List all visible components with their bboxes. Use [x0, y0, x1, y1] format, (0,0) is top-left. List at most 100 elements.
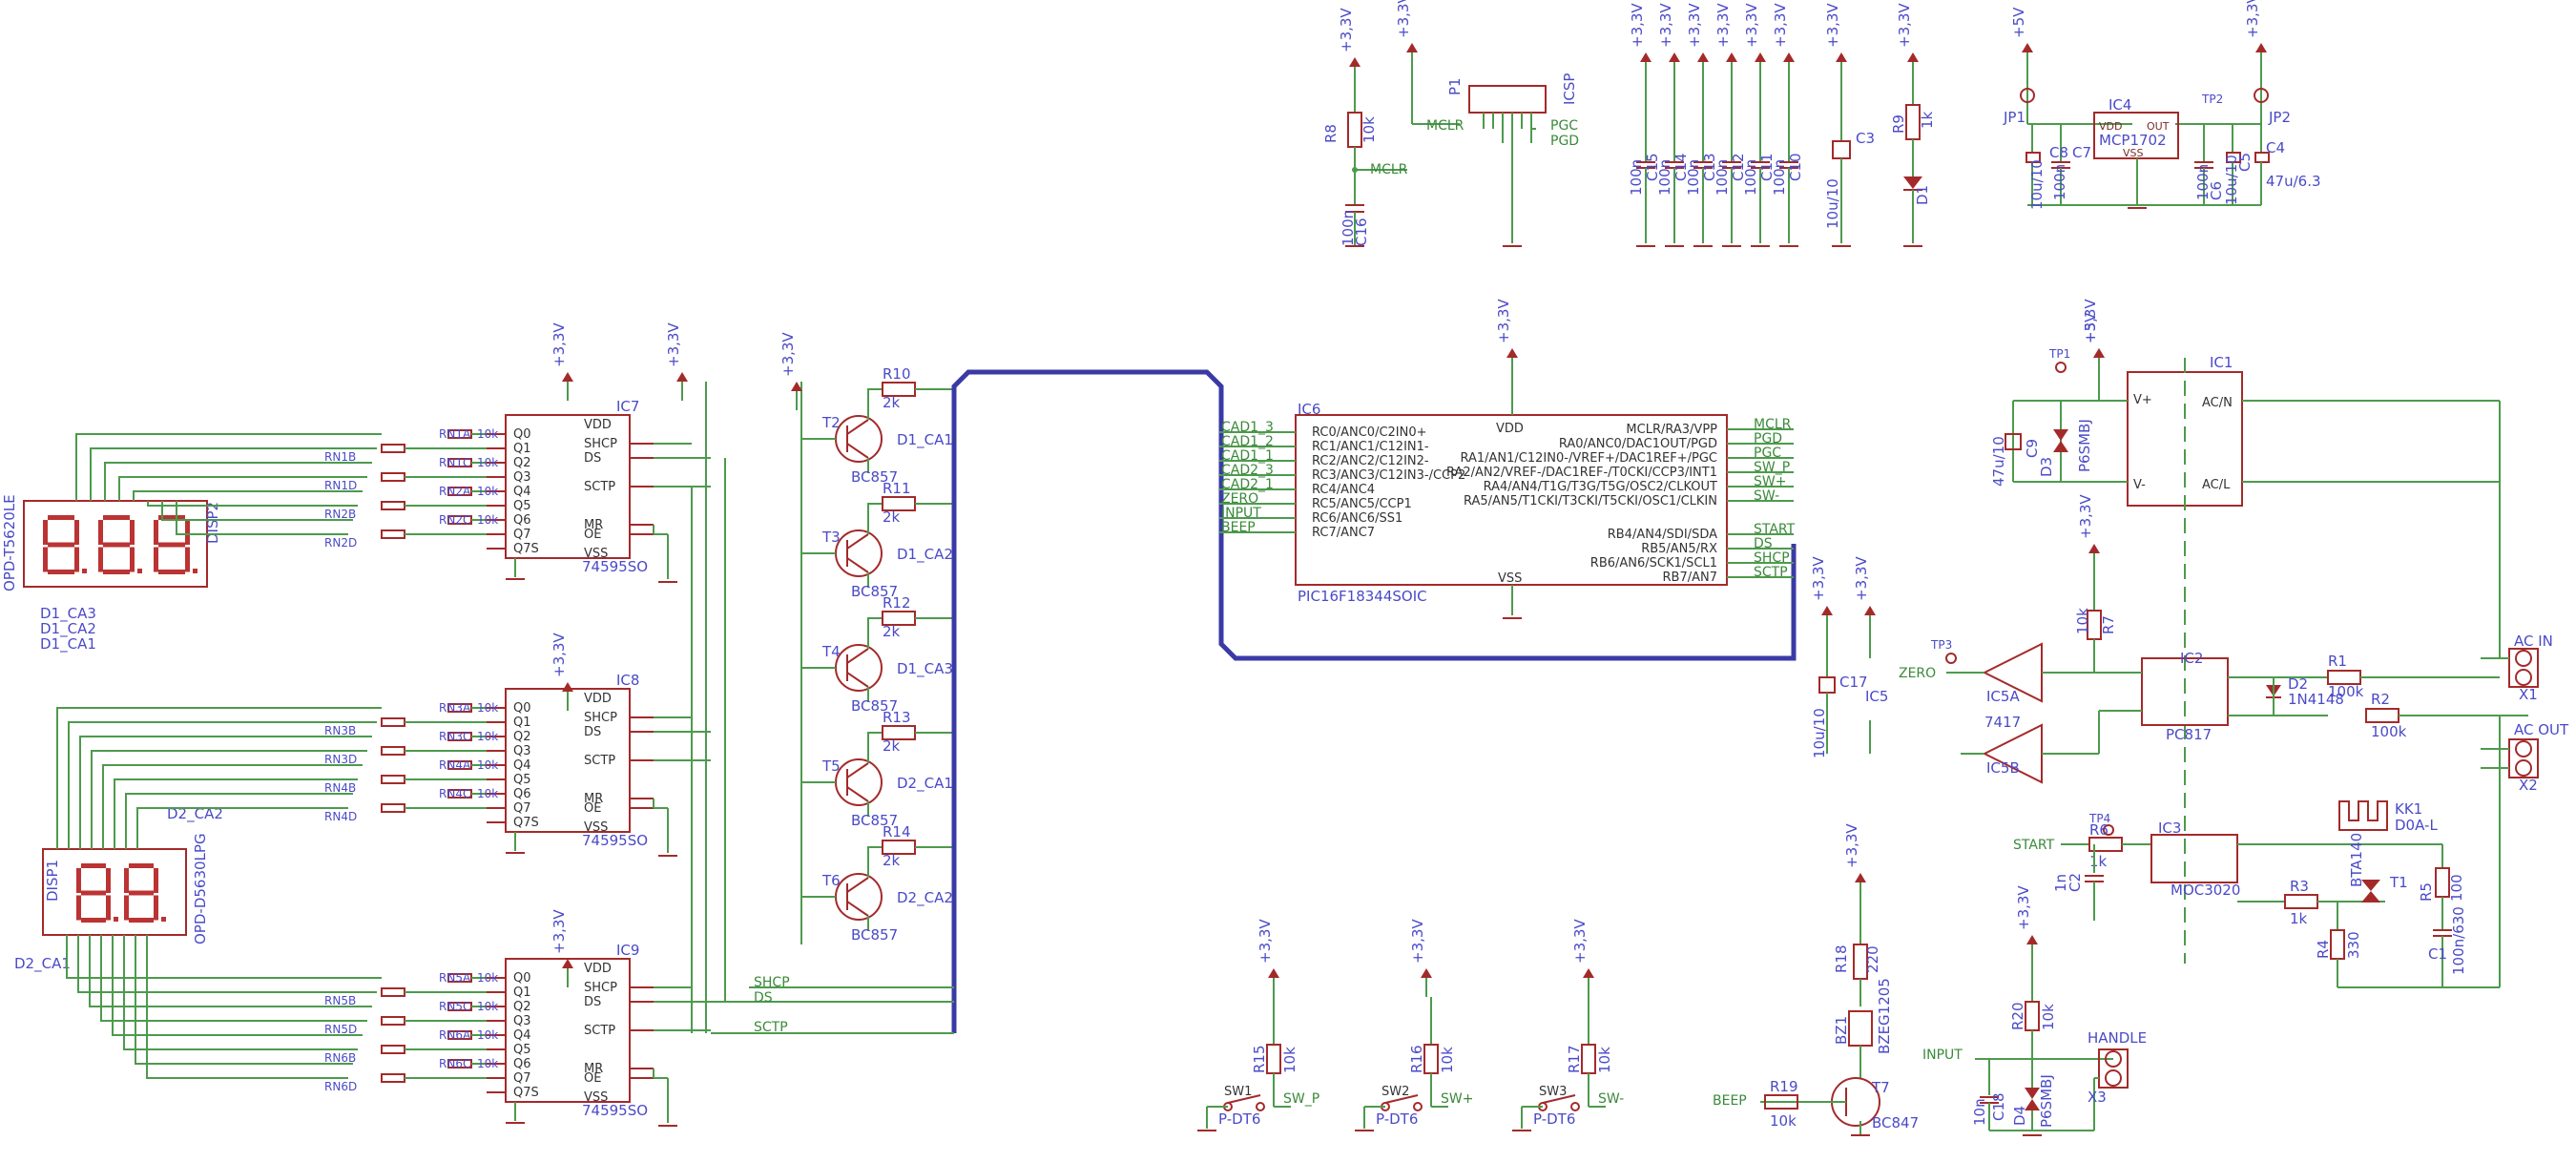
ic7-rn-value-4: 10k: [477, 485, 498, 498]
ic7-pin-q3: Q3: [513, 470, 531, 485]
decoupling-ref-3: C12: [1730, 153, 1747, 181]
r3-value: 1k: [2290, 910, 2308, 927]
digit-b1-segment-4: [124, 895, 129, 921]
disp1-seg-wire-2: [79, 736, 372, 849]
t-t6-rref: R14: [883, 823, 911, 840]
t-t6-rval: 2k: [883, 852, 901, 869]
digit-a2-segment-1: [185, 520, 190, 545]
t-t6-net: D2_CA2: [897, 889, 953, 907]
ic1-ref: IC1: [2210, 354, 2233, 371]
decoupling-value-2: 100n: [1685, 159, 1702, 196]
t-t5-net: D2_CA1: [897, 775, 953, 793]
ic8-pin-vss: VSS: [584, 820, 608, 835]
decoup-supply-5-arrow: [1783, 52, 1795, 62]
decoup-supply-0-label: +3,3V: [1629, 3, 1646, 48]
ic8-pin-ds: DS: [584, 725, 601, 739]
x2-label: X2: [2519, 777, 2538, 794]
r19-value: 10k: [1770, 1112, 1797, 1130]
t-t5-em: [846, 762, 869, 778]
supply-17-arrow: [2026, 935, 2038, 944]
supply-10-arrow: [2088, 544, 2100, 553]
c3-value: 10u/10: [1824, 178, 1841, 229]
decoupling-value-1: 100n: [1656, 159, 1673, 196]
ic9-part: 74595SO: [582, 1102, 648, 1119]
t1-part: BTA140: [2348, 833, 2365, 887]
ic8-rn-body-1: [381, 717, 405, 727]
pic-left-net-3: CAD2_3: [1221, 463, 1274, 478]
digit-drivers: R102kT2BC857D1_CA1R112kT3BC857D1_CA2R122…: [800, 365, 954, 944]
ic7-ref: IC7: [616, 398, 639, 415]
c2-value: 1n: [2052, 874, 2069, 892]
pic-right-pin-9: RB7/AN7: [1663, 571, 1718, 585]
ic9-pin-q7s: Q7S: [513, 1086, 539, 1100]
digit-b0-segment-4: [76, 895, 81, 921]
t-t5-rval: 2k: [883, 737, 901, 755]
ic9-rn-value-0: 10k: [477, 971, 498, 985]
ic9-pin-q7: Q7: [513, 1071, 531, 1086]
start-net: START: [2013, 838, 2055, 853]
ic8-rn-label-1: RN3B: [324, 724, 356, 737]
pic-microcontroller: VDD VSS IC6 PIC16F18344SOIC RC0/ANC0/C2I…: [1219, 377, 1796, 619]
tp4-label: TP4: [2088, 812, 2110, 825]
input-section: INPUT R20 10k 10n C18 D4 P6SMBJ HANDLE X…: [1922, 964, 2147, 1136]
ic9-rn-label-2: RN5C: [439, 1000, 470, 1013]
ic7-pin-q5: Q5: [513, 499, 531, 513]
sw0-r: [1266, 1044, 1281, 1074]
c9-value: 47u/10: [1990, 436, 2007, 487]
ic8-rn-value-0: 10k: [477, 701, 498, 715]
d4-part: P6SMBJ: [2038, 1074, 2055, 1128]
zero-net: ZERO: [1899, 666, 1936, 681]
c18-value: 10n: [1971, 1098, 1988, 1126]
t-t2-part: BC857: [851, 468, 898, 486]
ic9-pin-q5: Q5: [513, 1043, 531, 1057]
decoupling-ref-1: C14: [1672, 153, 1690, 181]
tp2-label: TP2: [2201, 93, 2223, 106]
supply-3-arrow: [1907, 52, 1919, 62]
c16-ref: C16: [1353, 218, 1370, 246]
sw1-c1: [1413, 1102, 1423, 1111]
disp1-seg-wire-6: [125, 793, 353, 849]
r1-ref: R1: [2328, 653, 2347, 670]
supply-15-label: +3,3V: [1571, 919, 1589, 964]
digit-a2-dp: [193, 569, 197, 573]
ic9-rn-value-4: 10k: [477, 1028, 498, 1042]
digit-b1-segment-5: [124, 868, 129, 893]
ic8-pin-mr: MR: [584, 792, 603, 806]
ic8-pin-q0: Q0: [513, 701, 531, 716]
ic8-pin-q3: Q3: [513, 744, 531, 758]
ic9-pin-q1: Q1: [513, 986, 531, 1000]
c8-value: 10u/10: [2028, 159, 2046, 210]
ic7-rn-body-3: [381, 472, 405, 482]
digit-b1-segment-0: [129, 863, 154, 868]
digit-b0-segment-0: [81, 863, 106, 868]
digit-a1-dp: [137, 569, 142, 573]
disp1-seg-wire-b-1: [77, 935, 377, 993]
r5-value: 100: [2448, 874, 2465, 902]
bus-net-shcp: SHCP: [754, 975, 790, 990]
pic-left-pin-1: RC1/ANC1/C12IN1-: [1312, 440, 1429, 454]
supply-5v-ic1-arrow: [2093, 348, 2105, 358]
supply-6-label: +3,3V: [551, 322, 568, 367]
disp2-seg-wire-5: [147, 501, 358, 507]
decoup-supply-3-label: +3,3V: [1714, 3, 1732, 48]
ic8-rn-value-2: 10k: [477, 730, 498, 743]
c3-ref: C3: [1856, 130, 1875, 147]
ic7-rn-label-4: RN2A: [439, 485, 471, 498]
ic8-part: 74595SO: [582, 832, 648, 849]
supply-16-arrow: [1855, 873, 1866, 882]
ic7-rn-label-0: RN1A: [439, 427, 471, 441]
digit-b0-segment-6: [81, 890, 106, 896]
supply-13-arrow: [1268, 968, 1279, 978]
t-t3-rval: 2k: [883, 508, 901, 526]
ic8-pin-q6: Q6: [513, 787, 531, 801]
disp1-ca1: D2_CA1: [14, 955, 71, 973]
digit-a0-segment-4: [43, 547, 48, 572]
supply-19-label: +3,3V: [551, 909, 568, 954]
t-t3-part: BC857: [851, 583, 898, 600]
c5-ref: C5: [2236, 153, 2254, 172]
ic8-pin-sctp: SCTP: [584, 754, 615, 768]
c8-ref: C8: [2049, 144, 2068, 161]
c4-ref: C4: [2266, 139, 2285, 156]
disp1-seg-wire-b-7: [146, 935, 348, 1079]
supply-18-arrow: [562, 682, 573, 692]
